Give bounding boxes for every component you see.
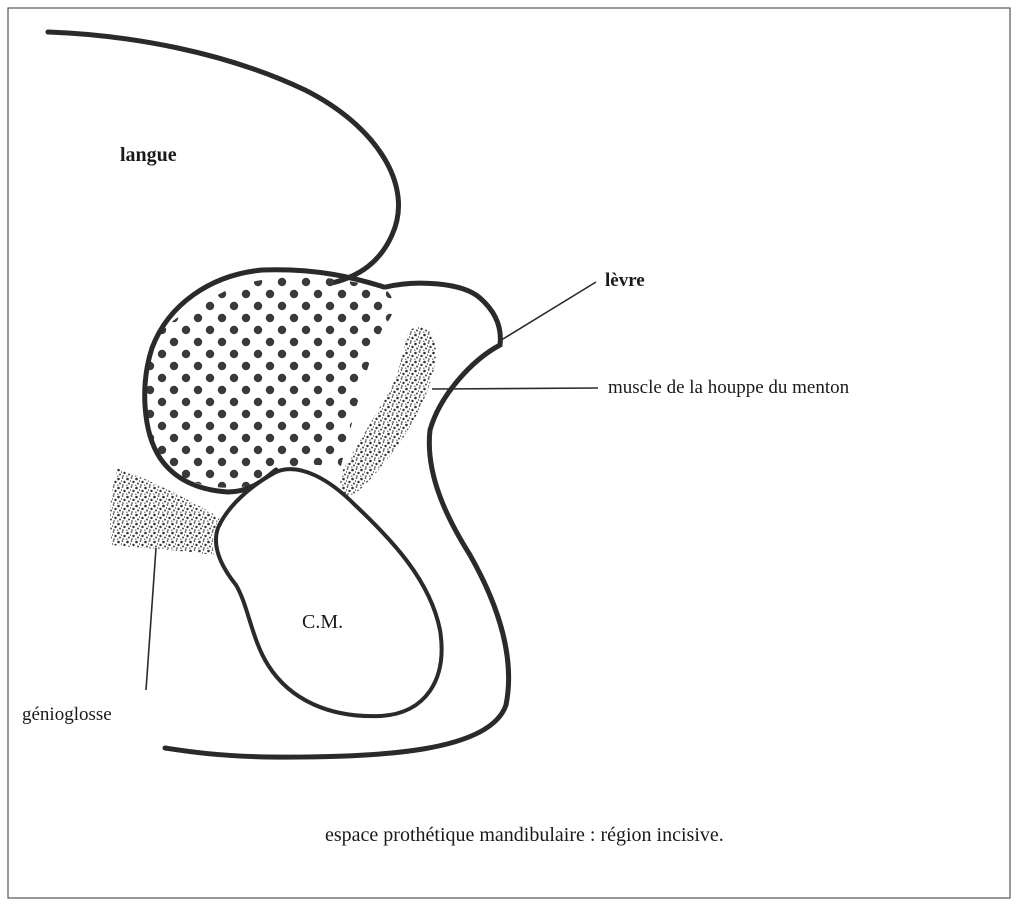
muscle-leader-line (432, 388, 598, 389)
label-cm: C.M. (302, 611, 343, 634)
label-levre: lèvre (605, 270, 645, 292)
genioglosse-leader-line (146, 548, 156, 690)
figure-caption: espace prothétique mandibulaire : région… (325, 824, 724, 847)
label-langue: langue (120, 144, 177, 167)
levre-leader-line (498, 282, 596, 342)
label-muscle-houppe: muscle de la houppe du menton (608, 377, 849, 399)
cm-outline (216, 469, 442, 716)
label-genioglosse: génioglosse (22, 704, 112, 726)
tongue-outline (48, 32, 399, 283)
